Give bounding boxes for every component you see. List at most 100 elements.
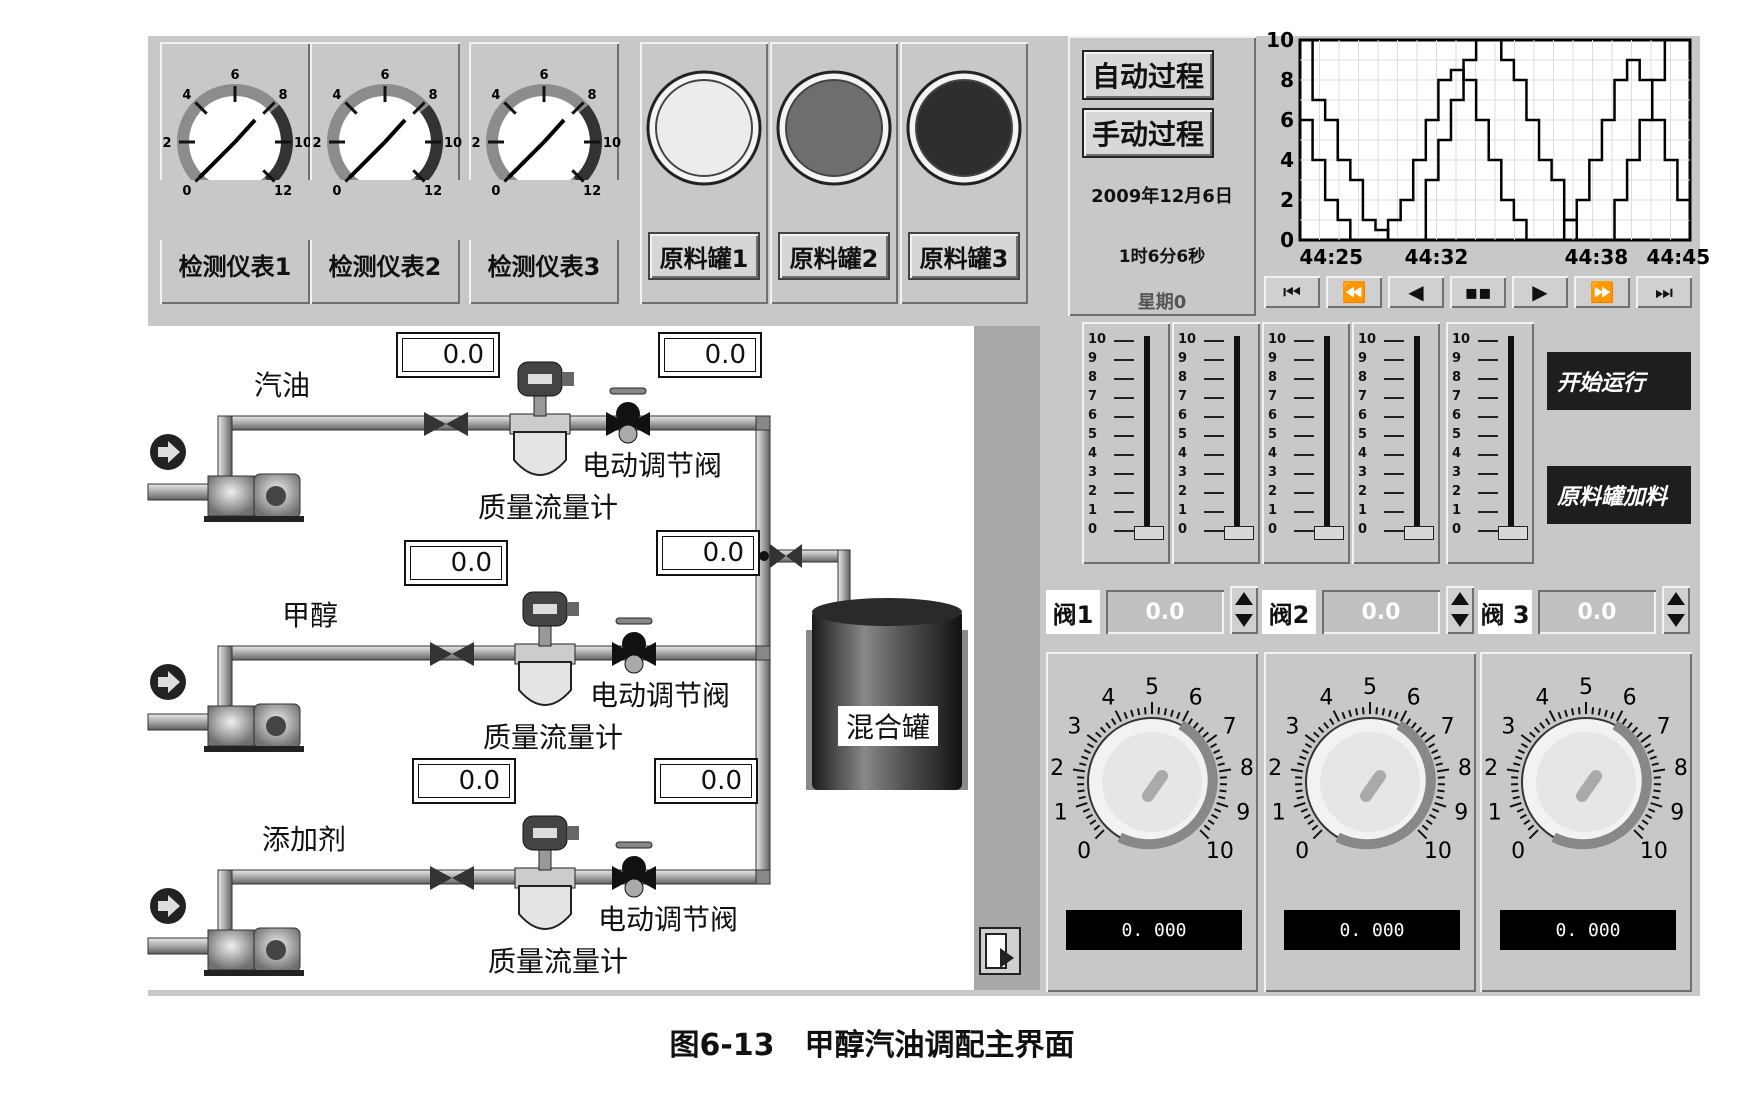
gauge-tick-label: 0 — [491, 184, 500, 199]
slider-tick-mark — [1204, 397, 1224, 399]
slider-tick: 1 — [1268, 503, 1344, 518]
knob-tick-label: 8 — [1240, 756, 1254, 781]
gauge-tick-label: 2 — [471, 136, 480, 151]
valve-spinner[interactable] — [1662, 586, 1690, 634]
valve-spinner[interactable] — [1230, 586, 1258, 634]
trend-x-tick: 44:38 — [1565, 245, 1629, 269]
knob-tick-label: 3 — [1501, 715, 1515, 740]
first-icon[interactable]: ⏮ — [1264, 276, 1320, 308]
line-name-label: 汽油 — [254, 369, 311, 402]
spin-up-icon[interactable] — [1667, 592, 1685, 605]
slider-tick-mark — [1114, 511, 1134, 513]
valve-value-field[interactable]: 0.0 — [1106, 590, 1224, 634]
slider-tick: 9 — [1358, 351, 1434, 366]
spin-up-icon[interactable] — [1451, 592, 1469, 605]
knob-tick-label: 5 — [1579, 675, 1593, 700]
manual-process-button[interactable]: 手动过程 — [1082, 108, 1214, 158]
slider-tick-mark — [1294, 492, 1314, 494]
spin-down-icon[interactable] — [1667, 614, 1685, 627]
date-display: 2009年12月6日 — [1091, 186, 1233, 207]
slider-tick: 10 — [1178, 332, 1254, 347]
slider-tick-mark — [1114, 397, 1134, 399]
raw-tank-button[interactable]: 原料罐3 — [908, 232, 1020, 280]
fast-forward-icon[interactable]: ⏩ — [1574, 276, 1630, 308]
pause-icon[interactable]: ▪▪ — [1450, 276, 1506, 308]
slider-tick: 2 — [1088, 484, 1164, 499]
gauge-tick-label: 8 — [279, 88, 288, 103]
slider-tick: 10 — [1268, 332, 1344, 347]
slider-tick: 5 — [1268, 427, 1344, 442]
slider-tick: 5 — [1088, 427, 1164, 442]
flow-reading-right: 0.0 — [658, 332, 762, 378]
knob-tick-label: 7 — [1441, 715, 1455, 740]
slider-tick-mark — [1478, 473, 1498, 475]
line-name-label: 添加剂 — [262, 823, 347, 856]
knob-tick-label: 4 — [1319, 685, 1333, 710]
slider-tick: 10 — [1088, 332, 1164, 347]
raw-tank-button[interactable]: 原料罐2 — [778, 232, 890, 280]
spin-down-icon[interactable] — [1451, 614, 1469, 627]
knob-readout: 0. 000 — [1500, 910, 1676, 950]
slider-tick: 9 — [1178, 351, 1254, 366]
slider-tick-mark — [1204, 416, 1224, 418]
last-icon[interactable]: ⏭ — [1636, 276, 1692, 308]
slider-tick-mark — [1384, 397, 1404, 399]
raw-tank-button[interactable]: 原料罐1 — [648, 232, 760, 280]
slider-thumb[interactable] — [1224, 526, 1254, 540]
auto-process-button[interactable]: 自动过程 — [1082, 50, 1214, 100]
slider-track — [1144, 336, 1150, 532]
gauge-label: 检测仪表3 — [487, 253, 601, 281]
tank-indicator-lamp — [646, 70, 762, 186]
tank-feed-button[interactable]: 原料罐加料 — [1547, 466, 1691, 524]
slider-tick: 6 — [1452, 408, 1528, 423]
slider-tick-mark — [1384, 473, 1404, 475]
gauge-label: 检测仪表2 — [328, 253, 442, 281]
spin-up-icon[interactable] — [1235, 592, 1253, 605]
back-icon[interactable]: ◀ — [1388, 276, 1444, 308]
valve-value-field[interactable]: 0.0 — [1322, 590, 1440, 634]
spin-down-icon[interactable] — [1235, 614, 1253, 627]
slider-tick: 7 — [1358, 389, 1434, 404]
slider-thumb[interactable] — [1314, 526, 1344, 540]
knob-tick-label: 6 — [1189, 685, 1203, 710]
knob-tick-label: 1 — [1054, 801, 1068, 826]
flow-meter-label: 质量流量计 — [483, 721, 624, 754]
knob-tick-label: 2 — [1268, 756, 1282, 781]
valve-value-field[interactable]: 0.0 — [1538, 590, 1656, 634]
knob-tick-label: 4 — [1535, 685, 1549, 710]
start-run-button[interactable]: 开始运行 — [1547, 352, 1691, 410]
valve-label-1: 阀1 — [1046, 590, 1100, 634]
slider-tick: 1 — [1452, 503, 1528, 518]
line-name-label: 甲醇 — [282, 599, 339, 632]
valve-spinner[interactable] — [1446, 586, 1474, 634]
knob-tick-label: 8 — [1674, 756, 1688, 781]
gauge-tick-label: 0 — [182, 184, 191, 199]
slider-tick: 2 — [1358, 484, 1434, 499]
flow-reading-left: 0.0 — [396, 332, 500, 378]
knob-tick-label: 10 — [1640, 839, 1668, 864]
forward-icon[interactable]: ▶ — [1512, 276, 1568, 308]
slider-tick-mark — [1384, 359, 1404, 361]
slider-tick: 4 — [1358, 446, 1434, 461]
slider-tick-mark — [1294, 435, 1314, 437]
slider-thumb[interactable] — [1498, 526, 1528, 540]
fast-back-icon[interactable]: ⏪ — [1326, 276, 1382, 308]
slider-tick: 9 — [1268, 351, 1344, 366]
slider-tick-mark — [1478, 435, 1498, 437]
gauge-tick-label: 4 — [491, 88, 500, 103]
slider-tick-mark — [1384, 435, 1404, 437]
slider-tick: 2 — [1268, 484, 1344, 499]
slider-thumb[interactable] — [1134, 526, 1164, 540]
slider-thumb[interactable] — [1404, 526, 1434, 540]
